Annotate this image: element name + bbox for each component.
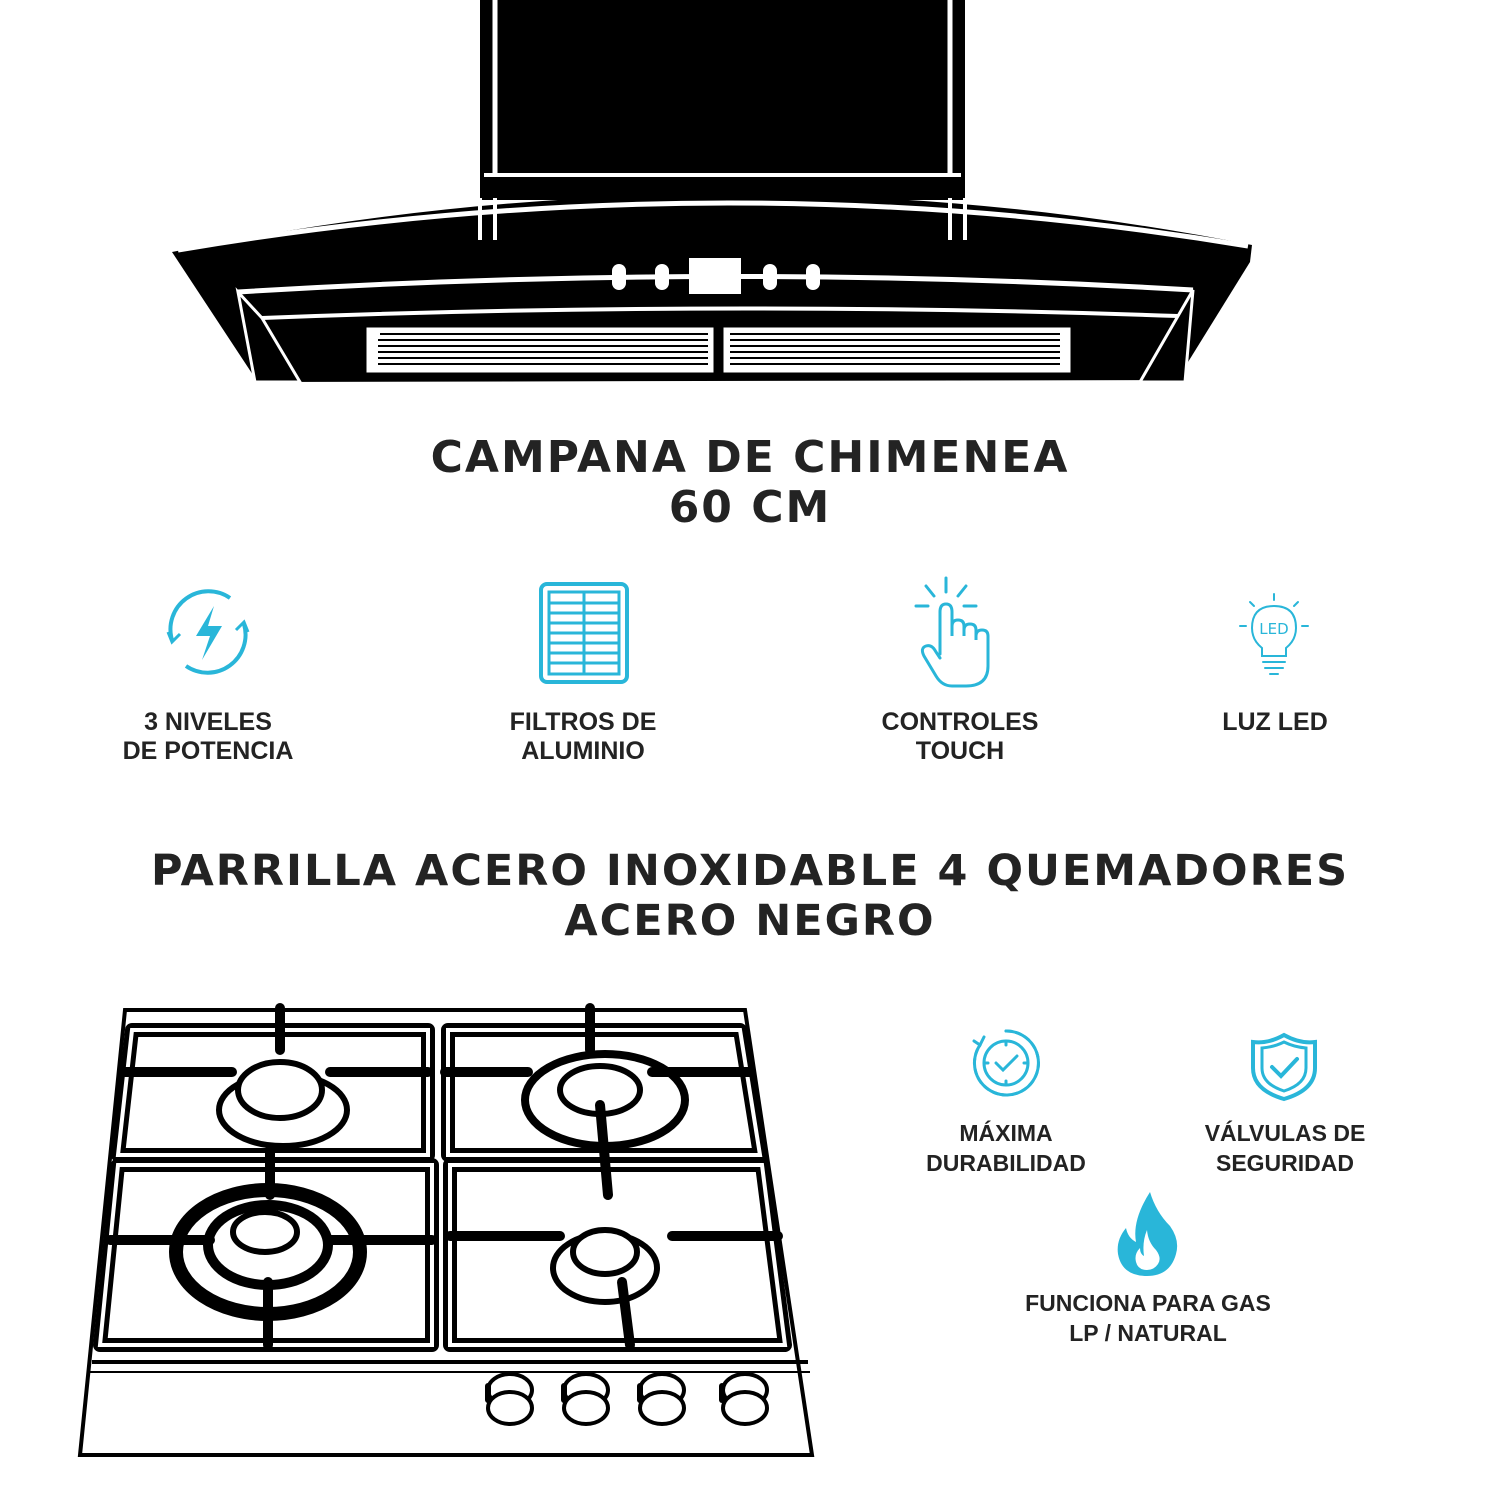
feature-label-line2: TOUCH xyxy=(915,737,1005,765)
led-badge-text: LED xyxy=(1259,620,1288,638)
cooktop-title-line1: PARRILLA ACERO INOXIDABLE 4 QUEMADORES xyxy=(150,846,1350,896)
feature-label-line1: FILTROS DE xyxy=(509,708,657,736)
clock-check-icon xyxy=(972,1029,1040,1097)
feature-label-line2: LP / NATURAL xyxy=(1069,1320,1227,1346)
touch-hand-icon xyxy=(914,576,990,688)
feature-label-line1: MÁXIMA xyxy=(959,1120,1053,1146)
hood-title-line1: CAMPANA DE CHIMENEA xyxy=(430,432,1070,483)
feature-label-line1: FUNCIONA PARA GAS xyxy=(1025,1290,1271,1316)
feature-max-durability: MÁXIMA DURABILIDAD xyxy=(900,1118,1112,1178)
feature-aluminum-filters: FILTROS DE ALUMINIO xyxy=(470,708,696,766)
shield-check-icon xyxy=(1251,1032,1317,1102)
feature-label-line1: LUZ LED xyxy=(1222,708,1328,736)
hood-title-line2: 60 CM xyxy=(668,482,832,533)
flame-icon xyxy=(1117,1192,1178,1276)
feature-label-line1: CONTROLES xyxy=(881,708,1039,736)
feature-safety-valves: VÁLVULAS DE SEGURIDAD xyxy=(1180,1118,1390,1178)
feature-label-line1: VÁLVULAS DE xyxy=(1204,1120,1366,1146)
cooktop-title-line2: ACERO NEGRO xyxy=(564,896,936,946)
feature-label-line2: DE POTENCIA xyxy=(122,737,294,765)
feature-gas-type: FUNCIONA PARA GAS LP / NATURAL xyxy=(990,1288,1306,1348)
feature-label-line2: SEGURIDAD xyxy=(1215,1150,1354,1176)
feature-led-light: LUZ LED xyxy=(1170,708,1380,737)
range-hood-illustration xyxy=(172,0,1252,384)
lightning-cycle-icon xyxy=(166,589,250,675)
led-bulb-icon: LED xyxy=(1239,593,1309,675)
feature-power-levels: 3 NIVELES DE POTENCIA xyxy=(100,708,316,766)
filter-grid-icon xyxy=(539,582,629,684)
feature-label-line2: DURABILIDAD xyxy=(926,1150,1086,1176)
feature-label-line2: ALUMINIO xyxy=(521,737,645,765)
feature-touch-controls: CONTROLES TOUCH xyxy=(850,708,1070,766)
feature-label-line1: 3 NIVELES xyxy=(144,708,272,736)
